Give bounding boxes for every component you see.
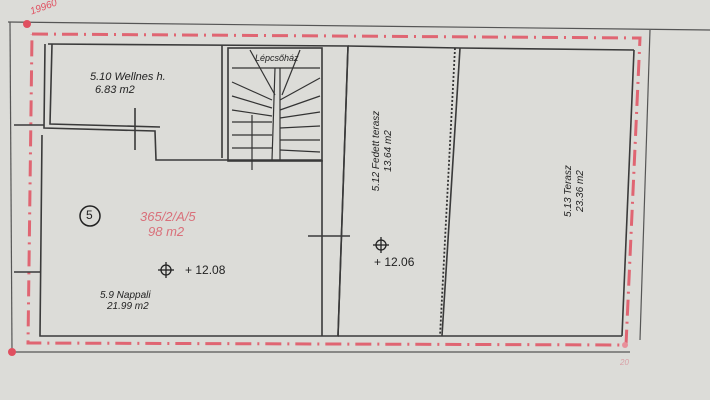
room-5-12-name: 5.12 Fedett terasz — [371, 110, 382, 192]
room-5-9-area: 21.99 m2 — [107, 301, 149, 312]
corner-marker-top — [23, 20, 31, 28]
outer-boundary — [7, 21, 710, 353]
walls — [14, 43, 635, 337]
room-5-10-area: 6.83 m2 — [95, 84, 135, 96]
level-value-terasz: + 12.06 — [374, 255, 415, 269]
room-5-13-area: 23.36 m2 — [575, 170, 586, 212]
corner-label-bottom: 20 — [620, 358, 629, 367]
level-marker-icon — [158, 237, 389, 278]
staircase — [231, 49, 321, 170]
parcel-id: 365/2/A/5 — [140, 209, 196, 224]
corner-marker-bottom — [8, 348, 16, 356]
stair-label: Lépcsőház — [255, 53, 299, 63]
level-value-nappali: + 12.08 — [185, 263, 226, 277]
room-5-13-name: 5.13 Terasz — [563, 165, 574, 217]
room-5-9-name: 5.9 Nappali — [100, 290, 151, 301]
parcel-area: 98 m2 — [148, 224, 185, 239]
unit-badge-circle — [79, 205, 101, 227]
unit-badge: 5 — [86, 208, 93, 222]
room-5-12-area: 13.64 m2 — [383, 130, 394, 172]
room-5-10-name: 5.10 Wellnes h. — [90, 71, 166, 83]
terrace-edge-dotted — [439, 47, 456, 337]
